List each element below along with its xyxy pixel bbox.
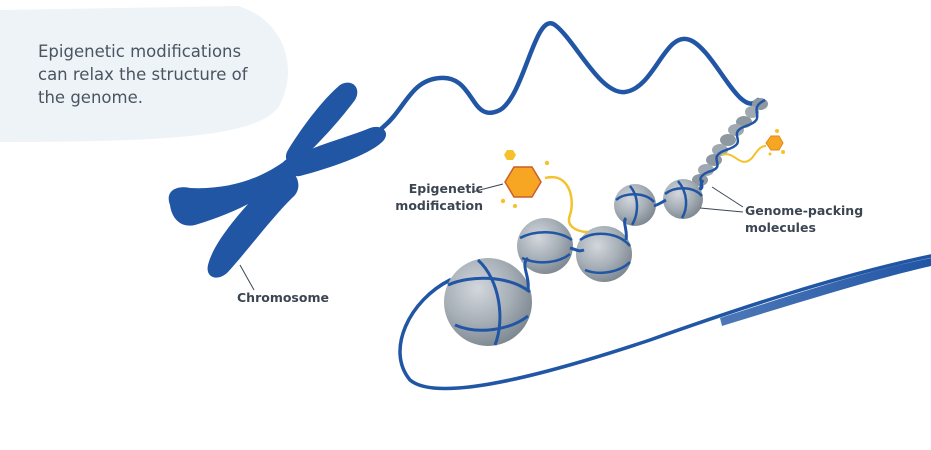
epigenetic-label-line-2: modification — [395, 198, 483, 213]
hexagon-icon — [504, 150, 516, 160]
packing-label-line-2: molecules — [745, 220, 816, 235]
epigenetic-modification-label: Epigenetic modification — [373, 180, 483, 214]
genome-packing-label: Genome-packing molecules — [745, 202, 863, 236]
epigenetic-tag-small-line — [721, 145, 767, 163]
packing-pointer-2 — [699, 207, 744, 213]
histone-sphere-icon — [444, 179, 703, 346]
chromosome-pointer — [239, 264, 255, 291]
caption-text: Epigenetic modifications can relax the s… — [38, 40, 288, 109]
caption-line-1: Epigenetic modifications — [38, 42, 242, 61]
epigenetic-label-line-1: Epigenetic — [408, 181, 483, 196]
caption-line-2: can relax the structure of — [38, 65, 248, 84]
dna-strand-icon — [379, 20, 761, 131]
caption-background — [0, 6, 288, 142]
linker-dna — [523, 179, 705, 291]
chromosome-label-text: Chromosome — [237, 290, 329, 305]
hexagon-icon — [504, 166, 542, 198]
hexagon-icon — [765, 135, 784, 151]
packing-label-line-1: Genome-packing — [745, 203, 864, 218]
chromosome-icon — [168, 82, 387, 278]
packed-chromatin — [692, 98, 768, 194]
caption-line-3: the genome. — [38, 88, 143, 107]
dna-fiber-tail — [720, 258, 931, 326]
packing-pointer-1 — [711, 186, 744, 208]
epigenetic-pointer — [471, 183, 504, 193]
epigenetic-tag-line — [544, 175, 589, 234]
dna-fiber-lower — [398, 254, 931, 391]
chromosome-label: Chromosome — [237, 289, 329, 306]
